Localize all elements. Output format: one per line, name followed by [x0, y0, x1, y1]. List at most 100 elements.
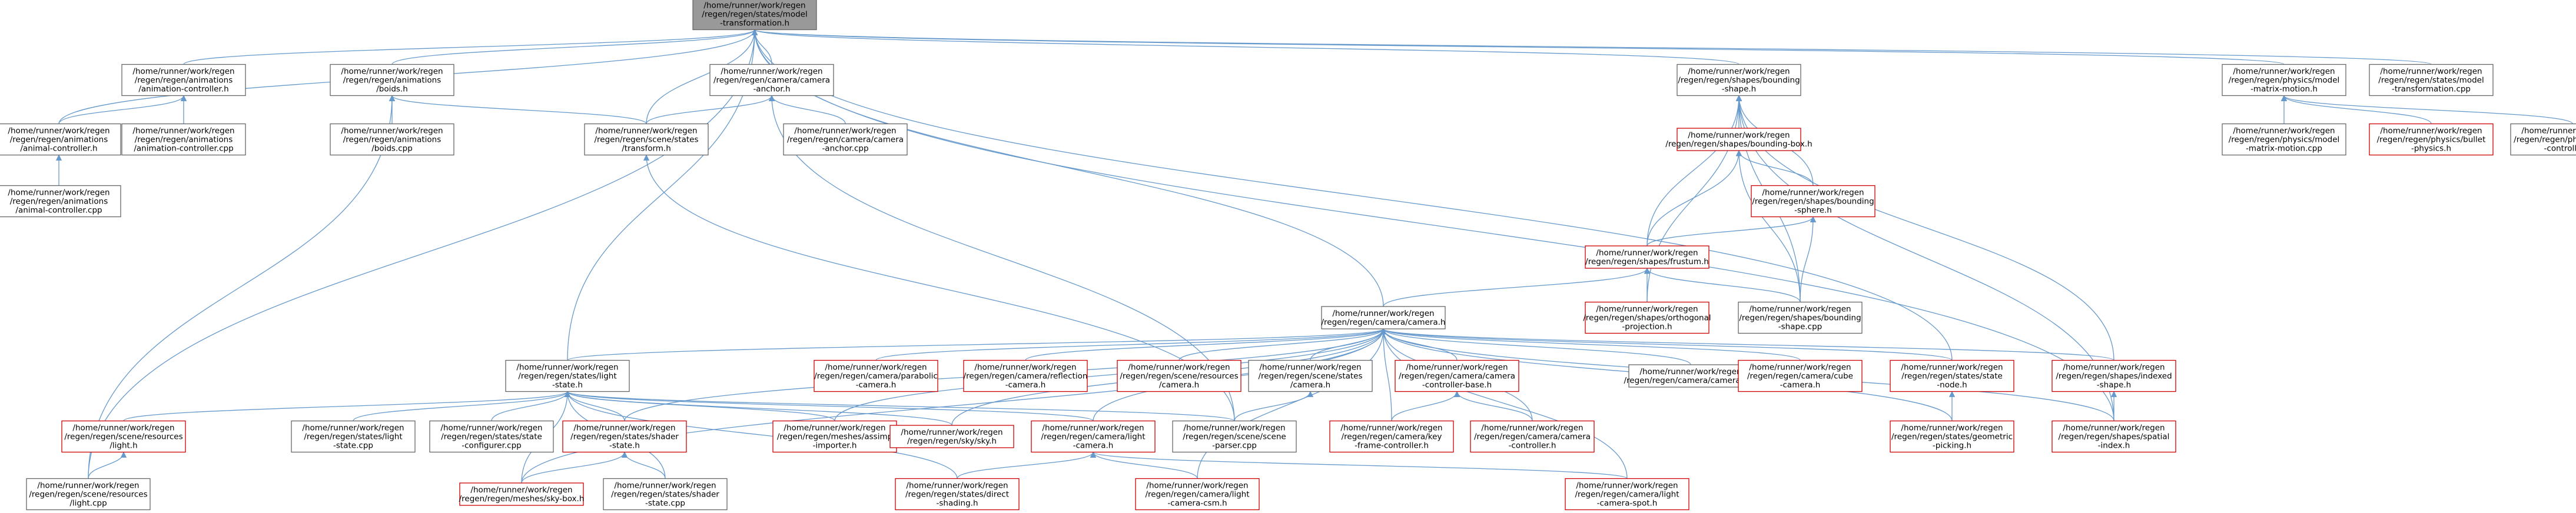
node-label-line: /home/runner/work/regen — [2380, 126, 2482, 136]
node-bsphere[interactable]: /home/runner/work/regen/regen/regen/shap… — [1751, 185, 1875, 218]
node-label-line: /home/runner/work/regen — [2233, 67, 2335, 76]
node-camera[interactable]: /home/runner/work/regen/regen/regen/came… — [1321, 306, 1446, 329]
node-boidscpp[interactable]: /home/runner/work/regen/regen/regen/anim… — [330, 123, 454, 156]
node-label-line: -configurer.cpp — [462, 441, 521, 451]
edge-animctrl-to-root — [183, 29, 758, 65]
node-label-line: /regen/regen/shapes/bounding — [1739, 314, 1861, 323]
node-animctrlcpp[interactable]: /home/runner/work/regen/regen/regen/anim… — [121, 123, 246, 156]
node-indexed[interactable]: /home/runner/work/regen/regen/regen/shap… — [2051, 359, 2176, 392]
node-bulletphys[interactable]: /home/runner/work/regen/regen/regen/phys… — [2369, 123, 2494, 156]
node-impulse[interactable]: /home/runner/work/regen/regen/regen/phys… — [2510, 123, 2576, 156]
edge-bshapecpp-to-bsphere — [1800, 216, 1817, 302]
node-label-line: /regen/regen/animations — [135, 76, 233, 85]
node-label-line: -matrix-motion.cpp — [2246, 144, 2322, 154]
node-box — [2222, 64, 2346, 96]
edge-matrixmotion-to-root — [752, 29, 2285, 65]
node-label-line: /camera.h — [1159, 381, 1199, 390]
node-directshading[interactable]: /home/runner/work/regen/regen/regen/stat… — [895, 478, 1020, 511]
node-keyframe[interactable]: /home/runner/work/regen/regen/regen/came… — [1329, 420, 1454, 453]
node-shaderstate[interactable]: /home/runner/work/regen/regen/regen/stat… — [562, 420, 687, 453]
node-stateconfig[interactable]: /home/runner/work/regen/regen/regen/stat… — [429, 420, 554, 453]
node-reslight[interactable]: /home/runner/work/regen/regen/regen/scen… — [61, 420, 186, 453]
node-shaderstatecpp[interactable]: /home/runner/work/regen/regen/regen/stat… — [603, 478, 728, 511]
node-cubecam[interactable]: /home/runner/work/regen/regen/regen/came… — [1738, 359, 1863, 392]
node-root[interactable]: /home/runner/work/regen/regen/regen/stat… — [692, 0, 817, 31]
node-label-line: /regen/regen/camera/camera — [1474, 432, 1591, 442]
node-label-line: -state.cpp — [333, 441, 373, 451]
node-bshapecpp[interactable]: /home/runner/work/regen/regen/regen/shap… — [1738, 301, 1863, 334]
node-label-line: /camera.h — [1290, 381, 1330, 390]
node-rescamera[interactable]: /home/runner/work/regen/regen/regen/scen… — [1117, 359, 1241, 392]
node-label-line: /regen/regen/animations — [343, 76, 441, 85]
node-scenecamera[interactable]: /home/runner/work/regen/regen/regen/scen… — [1248, 359, 1373, 392]
node-label-line: /regen/regen/camera/light — [1041, 432, 1145, 442]
edge-directshading-to-lightstate — [564, 391, 958, 479]
node-sceneparser[interactable]: /home/runner/work/regen/regen/regen/scen… — [1172, 420, 1297, 453]
node-label-line: /home/runner/work/regen — [1749, 363, 1851, 372]
node-label-line: /home/runner/work/regen — [573, 424, 675, 433]
node-label-line: /home/runner/work/regen — [2521, 126, 2576, 136]
node-camctrl[interactable]: /home/runner/work/regen/regen/regen/came… — [1470, 420, 1595, 453]
node-spatial[interactable]: /home/runner/work/regen/regen/regen/shap… — [2051, 420, 2176, 453]
node-label-line: /regen/regen/states/geometric — [1891, 432, 2013, 442]
node-box — [1890, 359, 2014, 392]
node-sky[interactable]: /home/runner/work/regen/regen/regen/sky/… — [889, 425, 1014, 448]
node-label-line: /home/runner/work/regen — [132, 126, 234, 136]
node-box — [1395, 359, 1519, 392]
node-label-line: /regen/regen/states/state — [441, 432, 542, 442]
node-parabolic[interactable]: /home/runner/work/regen/regen/regen/came… — [814, 359, 938, 392]
edge-shaderstatecpp-to-shaderstate — [621, 451, 666, 479]
node-camctrlbase[interactable]: /home/runner/work/regen/regen/regen/came… — [1395, 359, 1519, 392]
edge-cubecam-to-camera — [1380, 328, 1801, 361]
node-lightstatecpp[interactable]: /home/runner/work/regen/regen/regen/stat… — [291, 420, 416, 453]
node-lightstate[interactable]: /home/runner/work/regen/regen/regen/stat… — [505, 359, 630, 392]
node-bbox[interactable]: /home/runner/work/regen/regen/regen/shap… — [1665, 128, 1813, 151]
node-animctrl[interactable]: /home/runner/work/regen/regen/regen/anim… — [121, 64, 246, 96]
node-label-line: /home/runner/work/regen — [1762, 188, 1864, 198]
node-assimp[interactable]: /home/runner/work/regen/regen/regen/mesh… — [772, 420, 897, 453]
node-ortho[interactable]: /home/runner/work/regen/regen/regen/shap… — [1583, 301, 1711, 334]
node-skybox[interactable]: /home/runner/work/regen/regen/regen/mesh… — [459, 482, 585, 506]
node-bounding[interactable]: /home/runner/work/regen/regen/regen/shap… — [1677, 64, 1801, 96]
node-modeltranscpp[interactable]: /home/runner/work/regen/regen/regen/stat… — [2369, 64, 2494, 96]
node-cameracpp[interactable]: /home/runner/work/regen/regen/regen/came… — [1624, 364, 1758, 388]
node-animalctrlcpp[interactable]: /home/runner/work/regen/regen/regen/anim… — [0, 185, 121, 218]
node-matrixmotioncpp[interactable]: /home/runner/work/regen/regen/regen/phys… — [2222, 123, 2346, 156]
node-label-line: -camera-spot.h — [1597, 499, 1658, 508]
node-boids[interactable]: /home/runner/work/regen/regen/regen/anim… — [330, 64, 454, 96]
node-label-line: -state.h — [609, 441, 640, 451]
node-lightcamspot[interactable]: /home/runner/work/regen/regen/regen/came… — [1565, 478, 1689, 511]
node-animalctrlh[interactable]: /home/runner/work/regen/regen/regen/anim… — [0, 123, 121, 156]
node-geompick[interactable]: /home/runner/work/regen/regen/regen/stat… — [1890, 420, 2014, 453]
node-label-line: /home/runner/work/regen — [302, 424, 404, 433]
node-matrixmotion[interactable]: /home/runner/work/regen/regen/regen/phys… — [2222, 64, 2346, 96]
node-label-line: -state.h — [552, 381, 583, 390]
node-box — [562, 420, 687, 453]
node-label-line: /home/runner/work/regen — [1639, 367, 1741, 377]
node-label-line: -camera.h — [1073, 441, 1114, 451]
node-label-line: -node.h — [1937, 381, 1967, 390]
node-lightcam[interactable]: /home/runner/work/regen/regen/regen/came… — [1031, 420, 1156, 453]
node-box — [1677, 128, 1801, 151]
node-camanchor[interactable]: /home/runner/work/regen/regen/regen/came… — [709, 64, 834, 96]
node-label-line: /regen/regen/states/model — [702, 10, 807, 19]
node-lightcamcsm[interactable]: /home/runner/work/regen/regen/regen/came… — [1135, 478, 1260, 511]
node-label-line: /home/runner/work/regen — [2233, 126, 2335, 136]
edge-reslightcpp-to-boids — [88, 95, 396, 479]
edge-spatial-to-bounding — [1735, 95, 2114, 421]
node-label-line: /regen/regen/scene/scene — [1183, 432, 1286, 442]
node-reslightcpp[interactable]: /home/runner/work/regen/regen/regen/scen… — [26, 478, 151, 511]
node-box — [709, 64, 834, 96]
node-reflection[interactable]: /home/runner/work/regen/regen/regen/came… — [963, 359, 1088, 392]
node-label-line: -sphere.h — [1794, 206, 1832, 215]
node-statenode[interactable]: /home/runner/work/regen/regen/regen/stat… — [1890, 359, 2014, 392]
node-scenetrans[interactable]: /home/runner/work/regen/regen/regen/scen… — [584, 123, 709, 156]
node-box — [1585, 301, 1709, 334]
node-camanchorcpp[interactable]: /home/runner/work/regen/regen/regen/came… — [783, 123, 908, 156]
node-frustum[interactable]: /home/runner/work/regen/regen/regen/shap… — [1585, 245, 1709, 269]
node-label-line: /home/runner/work/regen — [1596, 305, 1698, 314]
node-box — [1565, 478, 1689, 511]
node-label-line: /home/runner/work/regen — [516, 363, 618, 372]
